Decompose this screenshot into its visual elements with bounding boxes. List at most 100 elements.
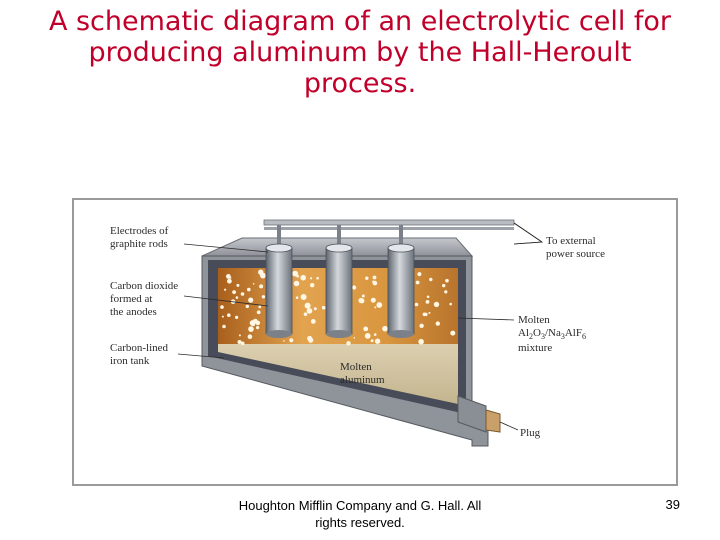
co2-bubble <box>259 284 264 289</box>
slide-title: A schematic diagram of an electrolytic c… <box>48 6 672 99</box>
label-co2-line3: the anodes <box>110 306 157 318</box>
co2-bubble <box>433 301 440 308</box>
label-electrodes-line2: graphite rods <box>110 238 168 250</box>
co2-bubble <box>372 280 378 286</box>
co2-bubble <box>296 274 299 278</box>
diagram-frame: Electrodes of graphite rods Carbon dioxi… <box>72 198 678 486</box>
co2-bubble <box>364 333 371 339</box>
co2-bubble <box>252 318 258 324</box>
co2-bubble <box>361 294 365 298</box>
co2-bubble <box>415 280 420 285</box>
co2-bubble <box>321 305 326 310</box>
connector-1 <box>277 225 281 249</box>
co2-bubble <box>256 326 260 330</box>
co2-bubble <box>245 304 249 309</box>
co2-bubble <box>258 305 262 309</box>
connector-2 <box>337 225 341 249</box>
co2-bubble <box>313 307 317 311</box>
co2-bubble <box>352 285 357 290</box>
co2-bubble <box>300 294 307 300</box>
co2-bubble <box>374 338 381 344</box>
co2-bubble <box>374 306 377 309</box>
co2-bubble <box>365 276 369 280</box>
co2-bubble <box>429 277 433 282</box>
co2-bubbles <box>220 269 456 346</box>
power-bus-bar <box>263 219 515 226</box>
page-number: 39 <box>665 497 680 512</box>
co2-bubble <box>238 334 241 337</box>
co2-bubble <box>235 296 239 299</box>
co2-bubble <box>382 325 388 332</box>
co2-bubble <box>248 326 254 332</box>
co2-bubble <box>256 310 261 315</box>
label-aluminum-line1: Molten <box>340 361 372 373</box>
co2-bubble <box>450 330 456 336</box>
co2-bubble <box>289 338 294 343</box>
co2-bubble <box>418 338 424 345</box>
co2-bubble <box>222 324 226 329</box>
co2-bubble <box>224 288 227 291</box>
co2-bubble <box>358 297 364 304</box>
molten-aluminum <box>218 344 458 404</box>
co2-bubble <box>247 334 253 339</box>
label-aluminum-line2: aluminum <box>340 374 385 386</box>
electrode-1 <box>265 243 293 338</box>
co2-bubble <box>226 274 231 279</box>
co2-bubble <box>307 335 313 341</box>
electrode-3 <box>387 243 415 338</box>
co2-bubble <box>295 296 299 299</box>
co2-bubble <box>444 290 448 294</box>
plug <box>485 409 501 433</box>
co2-bubble <box>227 313 231 317</box>
label-electrodes-line1: Electrodes of <box>110 225 169 237</box>
co2-bubble <box>306 308 313 314</box>
label-co2-line1: Carbon dioxide <box>110 280 178 292</box>
co2-bubble <box>435 321 440 326</box>
co2-bubble <box>372 275 377 280</box>
co2-bubble <box>428 311 431 314</box>
co2-bubble <box>363 326 369 332</box>
label-power-line2: power source <box>546 248 605 260</box>
co2-bubble <box>449 302 453 306</box>
connector-3 <box>399 225 403 249</box>
co2-bubble <box>261 295 266 299</box>
co2-bubble <box>376 302 383 308</box>
tap-outlet <box>457 395 487 433</box>
co2-bubble <box>442 283 446 288</box>
co2-bubble <box>316 276 319 280</box>
co2-bubble <box>300 274 306 281</box>
co2-bubble <box>240 341 245 346</box>
co2-bubble <box>373 333 377 336</box>
co2-bubble <box>237 340 242 344</box>
co2-bubble <box>310 319 316 324</box>
co2-bubble <box>220 305 224 309</box>
co2-bubble <box>292 270 298 277</box>
co2-bubble <box>414 302 419 307</box>
co2-bubble <box>353 337 356 339</box>
co2-bubble <box>235 315 239 319</box>
co2-bubble <box>370 339 374 343</box>
co2-bubble <box>425 300 430 304</box>
label-co2-line2: formed at <box>110 293 152 305</box>
label-tank-line2: iron tank <box>110 355 150 367</box>
co2-bubble <box>248 297 254 303</box>
co2-bubble <box>252 283 255 285</box>
label-molten-line3: mixture <box>518 342 552 354</box>
co2-bubble <box>283 340 285 342</box>
footer-credit: Houghton Mifflin Company and G. Hall. Al… <box>238 498 482 530</box>
co2-bubble <box>310 277 313 280</box>
co2-bubble <box>303 312 308 316</box>
co2-bubble <box>310 283 315 288</box>
co2-bubble <box>346 341 351 346</box>
co2-bubble <box>422 312 427 317</box>
co2-bubble <box>445 278 449 283</box>
co2-bubble <box>304 302 311 309</box>
co2-bubble <box>370 297 376 303</box>
co2-bubble <box>227 278 232 284</box>
co2-bubble <box>247 287 251 292</box>
electrode-2 <box>325 243 353 338</box>
label-molten-line1: Molten <box>518 314 550 326</box>
leader-lines <box>177 222 544 431</box>
co2-bubble <box>419 323 424 328</box>
power-bus-bar-lower <box>264 227 514 230</box>
